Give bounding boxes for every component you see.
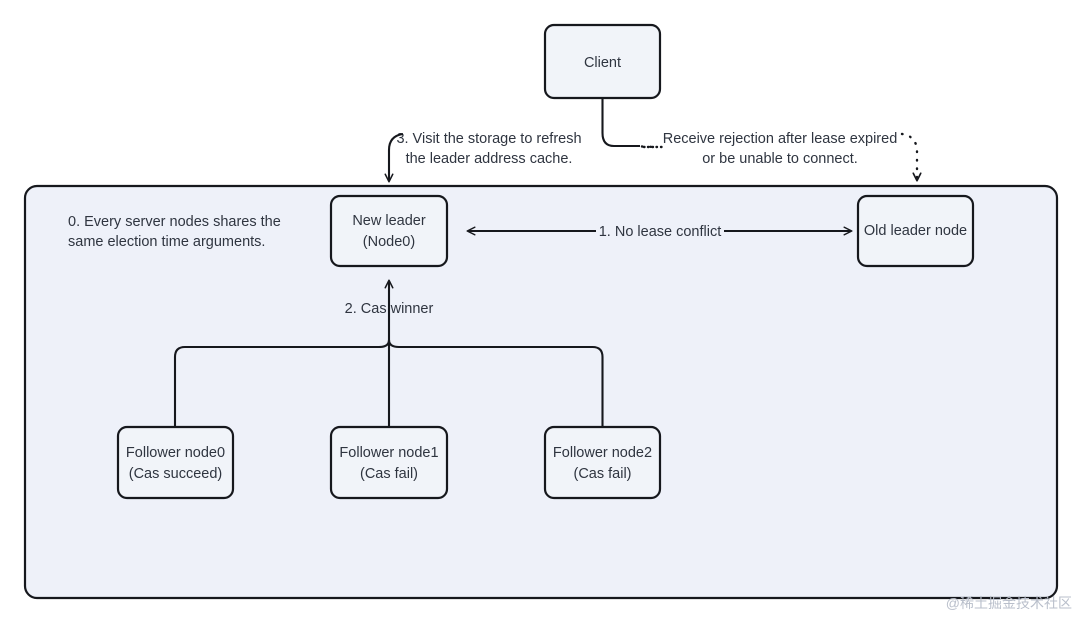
annotation-step0-line1: 0. Every server nodes shares the bbox=[68, 214, 281, 230]
node-follower2-line2: (Cas fail) bbox=[573, 466, 631, 482]
annotation-rejection-line1: Receive rejection after lease expired bbox=[663, 131, 898, 147]
edge-client-to-new-leader bbox=[384, 132, 404, 183]
annotation-rejection-line2: or be unable to connect. bbox=[702, 151, 858, 167]
annotation-step1-label: 1. No lease conflict bbox=[599, 224, 722, 240]
node-follower0[interactable] bbox=[116, 425, 235, 500]
annotation-step3-line2: the leader address cache. bbox=[406, 151, 573, 167]
node-new-leader[interactable] bbox=[329, 194, 449, 268]
node-follower2[interactable] bbox=[543, 425, 662, 500]
node-follower1-line1: Follower node1 bbox=[339, 445, 438, 461]
node-new-leader-line1: New leader bbox=[352, 213, 426, 229]
server-cluster-region bbox=[23, 184, 1059, 600]
annotation-step0-line2: same election time arguments. bbox=[68, 234, 265, 250]
node-old-leader-label: Old leader node bbox=[864, 223, 967, 239]
node-old-leader[interactable] bbox=[856, 194, 975, 268]
edge-follower2-connector bbox=[387, 339, 604, 427]
node-follower1[interactable] bbox=[329, 425, 449, 500]
edge-client-to-rejection-solid bbox=[601, 98, 640, 148]
watermark: @稀土掘金技术社区 bbox=[946, 595, 1072, 611]
node-follower0-line1: Follower node0 bbox=[126, 445, 225, 461]
node-client-label: Client bbox=[584, 55, 621, 71]
node-follower2-line1: Follower node2 bbox=[553, 445, 652, 461]
edge-follower0-connector bbox=[173, 339, 391, 427]
node-follower1-line2: (Cas fail) bbox=[360, 466, 418, 482]
node-new-leader-line2: (Node0) bbox=[363, 234, 415, 250]
edge-rejection-dotted-to-old-leader bbox=[900, 132, 917, 180]
annotation-step2-label: 2. Cas winner bbox=[345, 301, 434, 317]
node-follower0-line2: (Cas succeed) bbox=[129, 466, 222, 482]
annotation-step3-line1: 3. Visit the storage to refresh bbox=[396, 131, 581, 147]
